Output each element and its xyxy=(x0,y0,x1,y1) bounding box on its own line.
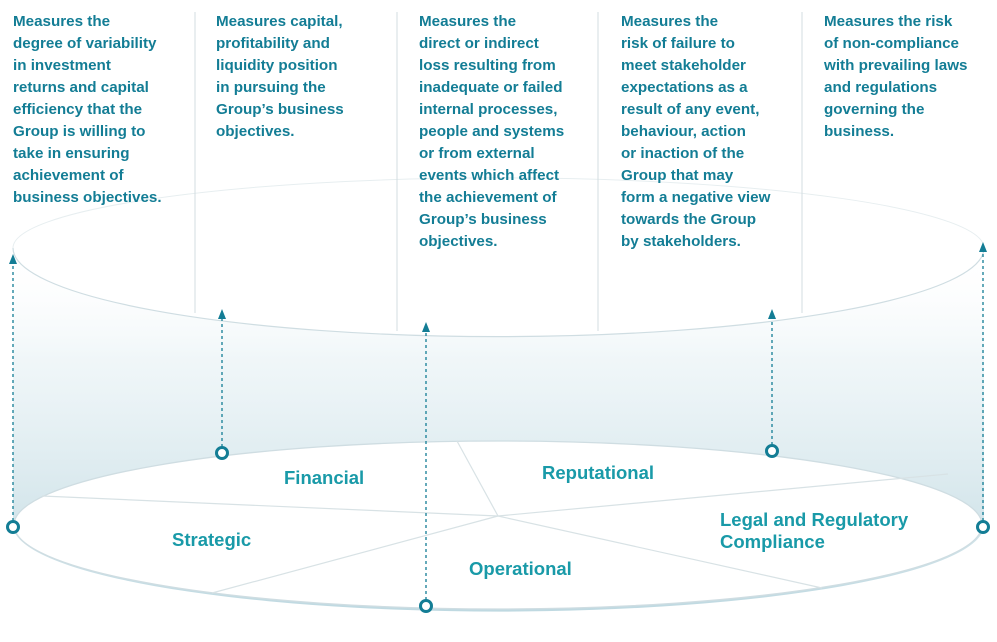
disc-divider xyxy=(41,495,499,517)
connector-legal xyxy=(976,242,990,534)
description-legal-compliance: Measures the risk of non-compliance with… xyxy=(824,13,968,140)
disc-divider xyxy=(211,515,499,594)
description-strategic: Measures the degree of variability in in… xyxy=(13,13,162,206)
connector-operational xyxy=(419,322,433,613)
description-financial: Measures capital, profitability and liqu… xyxy=(216,13,344,140)
segment-label-strategic: Strategic xyxy=(172,529,252,550)
arrow-up-icon xyxy=(422,322,430,332)
disc-divider xyxy=(497,515,823,589)
top-ellipse-front xyxy=(12,247,985,338)
connector-node xyxy=(976,520,990,534)
disc-divider xyxy=(497,473,949,517)
description-operational: Measures the direct or indirect loss res… xyxy=(419,13,565,250)
segment-label-legal-compliance: Legal and Regulatory Compliance xyxy=(720,509,909,552)
segment-label-reputational: Reputational xyxy=(542,462,655,483)
description-reputational: Measures the risk of failure to meet sta… xyxy=(621,13,771,250)
connector-reputational xyxy=(765,309,779,458)
connector-node xyxy=(6,520,20,534)
arrow-up-icon xyxy=(9,254,17,264)
arrow-up-icon xyxy=(979,242,987,252)
connector-node xyxy=(215,446,229,460)
connector-strategic xyxy=(6,254,20,534)
connector-node xyxy=(765,444,779,458)
arrow-up-icon xyxy=(768,309,776,319)
segment-label-financial: Financial xyxy=(284,467,365,488)
top-ellipse-back xyxy=(12,177,985,249)
connector-node xyxy=(419,599,433,613)
segment-label-operational: Operational xyxy=(469,558,572,579)
arrow-up-icon xyxy=(218,309,226,319)
disc-divider xyxy=(456,440,499,517)
connector-financial xyxy=(215,309,229,460)
